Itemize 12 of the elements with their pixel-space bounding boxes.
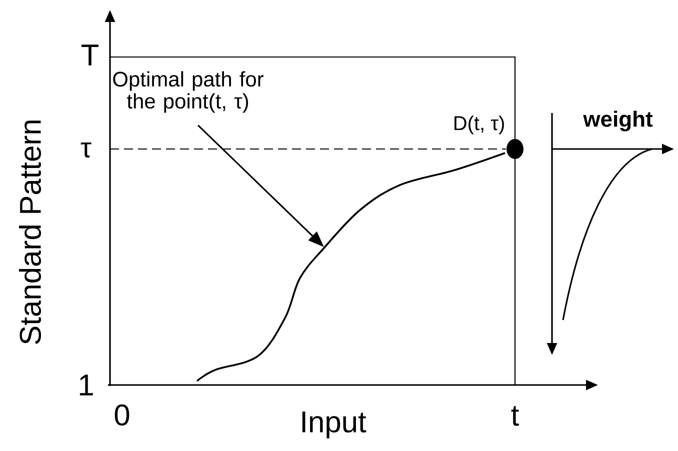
point-dot: [506, 139, 524, 159]
optimal-path-curve: [196, 152, 506, 382]
tick-label: 1: [80, 374, 93, 396]
tick-label: T: [82, 44, 98, 66]
point-label: D(t, τ): [454, 116, 504, 134]
annotation-text: Optimal path for the point(t, τ): [113, 71, 264, 113]
weight-label: weight: [583, 110, 653, 132]
axis-title: Standard Pattern: [19, 120, 42, 344]
tick-label: t: [511, 406, 519, 426]
tick-label: τ: [80, 142, 92, 158]
tick-label: 0: [114, 404, 130, 426]
axis-title: Input: [302, 412, 366, 438]
